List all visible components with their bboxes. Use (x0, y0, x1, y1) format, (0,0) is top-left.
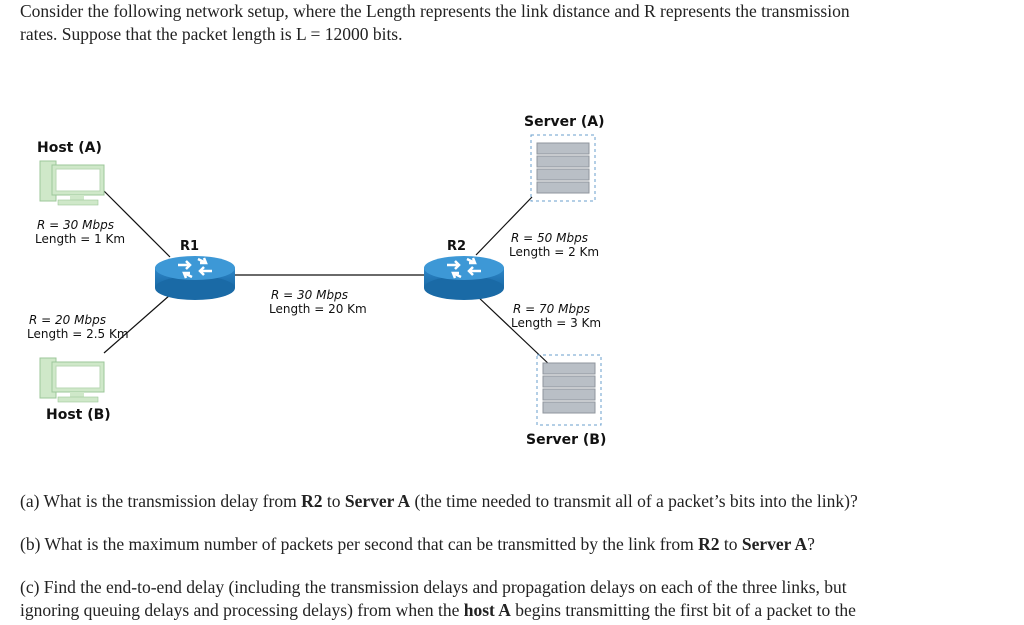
router-r1-icon (155, 256, 235, 300)
network-diagram: Host (A) Host (B) Server (A) Server (B) … (27, 114, 606, 448)
server-b-icon (536, 354, 602, 426)
server-a-icon (530, 134, 596, 202)
host-a-computer-icon (39, 160, 105, 206)
router-r2-icon (424, 256, 504, 300)
link-r2-server-a (475, 196, 533, 256)
link-r2-sb-length: Length = 3 Km (511, 316, 601, 330)
question-b: (b) What is the maximum number of packet… (20, 534, 815, 554)
router-r2-label: R2 (447, 239, 466, 254)
links (103, 190, 553, 368)
link-ha-r1-length: Length = 1 Km (35, 232, 125, 246)
link-hb-r1-length: Length = 2.5 Km (27, 327, 129, 341)
host-b-computer-icon (39, 357, 105, 403)
link-r2-sb-rate: R = 70 Mbps (513, 302, 590, 316)
link-r2-sa-length: Length = 2 Km (509, 245, 599, 259)
link-host-b-r1 (103, 294, 171, 354)
problem-intro: Consider the following network setup, wh… (20, 0, 1010, 46)
server-b-label: Server (B) (526, 432, 606, 448)
link-hb-r1-rate: R = 20 Mbps (29, 313, 106, 327)
link-host-a-r1 (103, 190, 171, 258)
intro-line-2: rates. Suppose that the packet length is… (20, 24, 403, 44)
link-ha-r1-rate: R = 30 Mbps (37, 218, 114, 232)
server-a-label: Server (A) (524, 114, 605, 130)
question-a: (a) What is the transmission delay from … (20, 491, 858, 511)
router-r1-label: R1 (180, 239, 199, 254)
intro-line-1: Consider the following network setup, wh… (20, 1, 850, 21)
question-c-line-1: (c) Find the end-to-end delay (including… (20, 577, 847, 597)
link-r2-sa-rate: R = 50 Mbps (511, 231, 588, 245)
question-c-line-2: ignoring queuing delays and processing d… (20, 600, 856, 620)
question-c: (c) Find the end-to-end delay (including… (20, 576, 1015, 622)
host-a-label: Host (A) (37, 140, 102, 156)
link-r1-r2-length: Length = 20 Km (269, 302, 367, 316)
host-b-label: Host (B) (46, 407, 111, 423)
link-r1-r2-rate: R = 30 Mbps (271, 288, 348, 302)
